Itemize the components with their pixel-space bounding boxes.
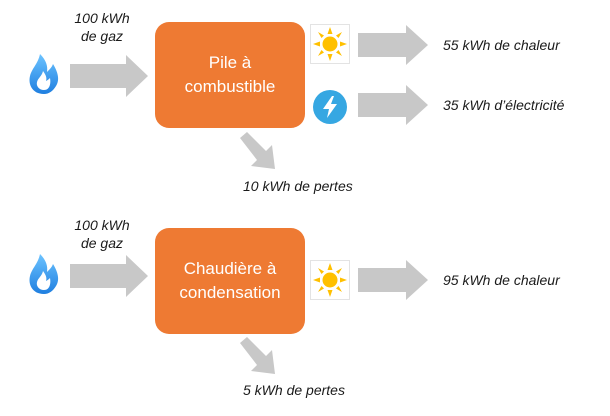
flame-icon xyxy=(29,254,59,294)
lightning-icon xyxy=(313,90,347,124)
heat-output-label: 55 kWh de chaleur xyxy=(443,37,560,53)
loss-arrow-2 xyxy=(240,337,275,374)
loss-label: 10 kWh de pertes xyxy=(243,178,353,194)
sun-icon xyxy=(311,25,349,63)
condensing-boiler-box: Chaudière à condensation xyxy=(155,228,305,334)
input-label-line: de gaz xyxy=(80,235,124,251)
input-label-line: 100 kWh xyxy=(74,217,130,233)
input-label: 100 kWh de gaz xyxy=(62,9,142,45)
loss-label: 5 kWh de pertes xyxy=(243,382,345,398)
electricity-arrow-1 xyxy=(358,85,428,125)
heat-arrow-2 xyxy=(358,260,428,300)
loss-arrow-1 xyxy=(240,132,275,169)
fuel-cell-box: Pile à combustible xyxy=(155,22,305,128)
sun-icon xyxy=(311,261,349,299)
heat-output-label: 95 kWh de chaleur xyxy=(443,272,560,288)
input-label-line: de gaz xyxy=(80,28,124,44)
device-label-line: combustible xyxy=(184,77,276,96)
input-arrow-1 xyxy=(70,55,148,97)
heat-arrow-1 xyxy=(358,25,428,65)
input-label-line: 100 kWh xyxy=(74,10,130,26)
input-arrow-2 xyxy=(70,255,148,297)
device-label-line: Pile à xyxy=(208,53,252,72)
device-label-line: Chaudière à xyxy=(183,259,277,278)
input-label: 100 kWh de gaz xyxy=(62,216,142,252)
device-label-line: condensation xyxy=(179,283,281,302)
flame-icon xyxy=(29,54,59,94)
electricity-output-label: 35 kWh d’électricité xyxy=(443,97,565,113)
